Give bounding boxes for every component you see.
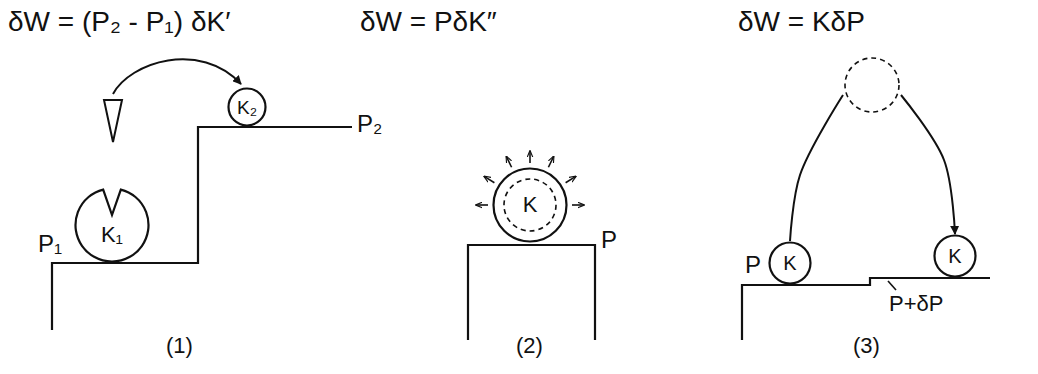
wedge-piece: [104, 100, 122, 142]
body-label: K: [948, 246, 961, 266]
panel-number: (1): [166, 335, 193, 357]
dashed-circle: [845, 58, 899, 112]
work-equation: δW = PδK″: [360, 8, 497, 36]
expansion-arrow: [484, 176, 494, 182]
transfer-arrow: [790, 95, 955, 241]
body-label: K: [523, 194, 538, 216]
step-profile: [52, 127, 352, 330]
panel-number: (3): [853, 335, 880, 357]
body-circle: K₂: [227, 87, 267, 127]
body-circle: K: [933, 234, 977, 278]
body-circle: K: [768, 241, 812, 285]
pressure-label: P₁: [38, 232, 62, 256]
expansion-arrow: [572, 204, 584, 206]
expansion-arrow: [476, 204, 488, 206]
expansion-arrow: [529, 151, 531, 163]
dashed-circle: [504, 179, 556, 231]
expansion-arrow: [548, 156, 553, 167]
panel-number: (2): [516, 335, 543, 357]
pressure-label: P: [601, 228, 617, 252]
body-label: K₁: [101, 224, 123, 246]
transfer-arrow: [113, 59, 241, 94]
body-circle: K: [492, 167, 568, 243]
step-profile: [742, 278, 990, 340]
notched-body: K₁: [74, 187, 150, 263]
pressure-label: P: [745, 253, 761, 277]
work-equation: δW = KδP: [738, 8, 865, 36]
plateau-profile: [468, 245, 595, 340]
pressure-label: P+δP: [889, 293, 943, 315]
work-equation: δW = (P₂ - P₁) δK′: [8, 8, 230, 36]
body-label: K₂: [237, 98, 257, 117]
pressure-label: P₂: [357, 112, 382, 136]
expansion-arrow: [566, 176, 576, 182]
expansion-arrow: [506, 156, 511, 167]
leader-line: [888, 281, 896, 290]
body-label: K: [783, 253, 796, 273]
